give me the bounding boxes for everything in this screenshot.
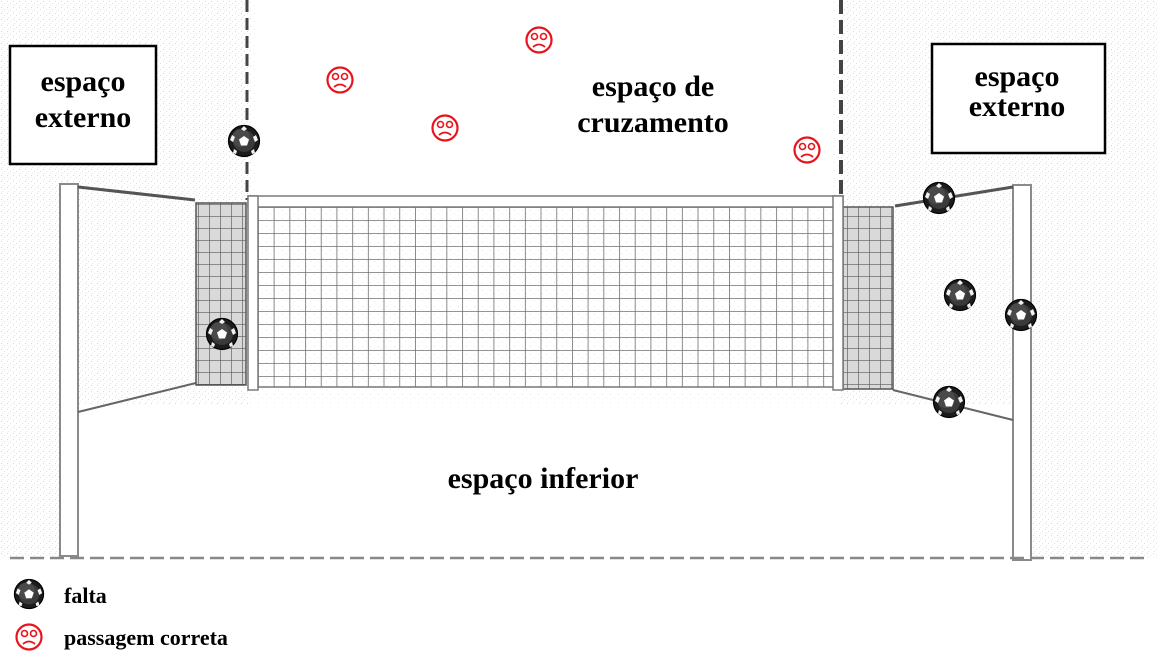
crossing-space-label-line1: espaço de xyxy=(592,70,715,103)
floor-area xyxy=(78,405,1028,560)
foul-marker xyxy=(932,385,966,419)
correct-pass-marker xyxy=(431,114,459,142)
legend-foul-label: falta xyxy=(64,583,107,608)
right-external-space-box: espaço externo xyxy=(930,42,1107,155)
legend-item-foul: falta xyxy=(13,578,107,610)
right-side-net xyxy=(842,206,894,390)
left-bottom-cable xyxy=(77,381,201,413)
foul-marker xyxy=(205,317,239,351)
red-sad-face-icon xyxy=(15,623,43,651)
foul-marker xyxy=(943,278,977,312)
legend-item-correct-pass: passagem correta xyxy=(15,623,228,651)
left-side-net xyxy=(195,202,247,386)
right-external-label-line2: externo xyxy=(969,90,1066,123)
left-external-label-line2: externo xyxy=(35,101,132,134)
legend: falta passagem correta xyxy=(13,578,228,651)
correct-pass-marker xyxy=(326,66,354,94)
left-external-space-box: espaço externo xyxy=(8,44,158,166)
correct-pass-marker xyxy=(525,26,553,54)
left-post xyxy=(59,183,79,557)
lower-space-label: espaço inferior xyxy=(448,462,639,495)
legend-correct-pass-label: passagem correta xyxy=(64,625,228,650)
main-net xyxy=(258,207,833,387)
net-top-band xyxy=(247,195,844,208)
crossing-space-label-line2: cruzamento xyxy=(577,106,729,139)
left-top-cable xyxy=(77,185,196,202)
right-post xyxy=(1012,184,1032,561)
foul-marker xyxy=(1004,298,1038,332)
left-external-label-line1: espaço xyxy=(41,65,126,98)
foul-marker xyxy=(922,181,956,215)
right-external-label-line1: espaço xyxy=(975,60,1060,93)
left-side-band xyxy=(247,195,259,391)
soccer-ball-icon xyxy=(13,578,45,610)
correct-pass-marker xyxy=(793,136,821,164)
right-side-band xyxy=(832,195,844,391)
foul-marker xyxy=(227,124,261,158)
